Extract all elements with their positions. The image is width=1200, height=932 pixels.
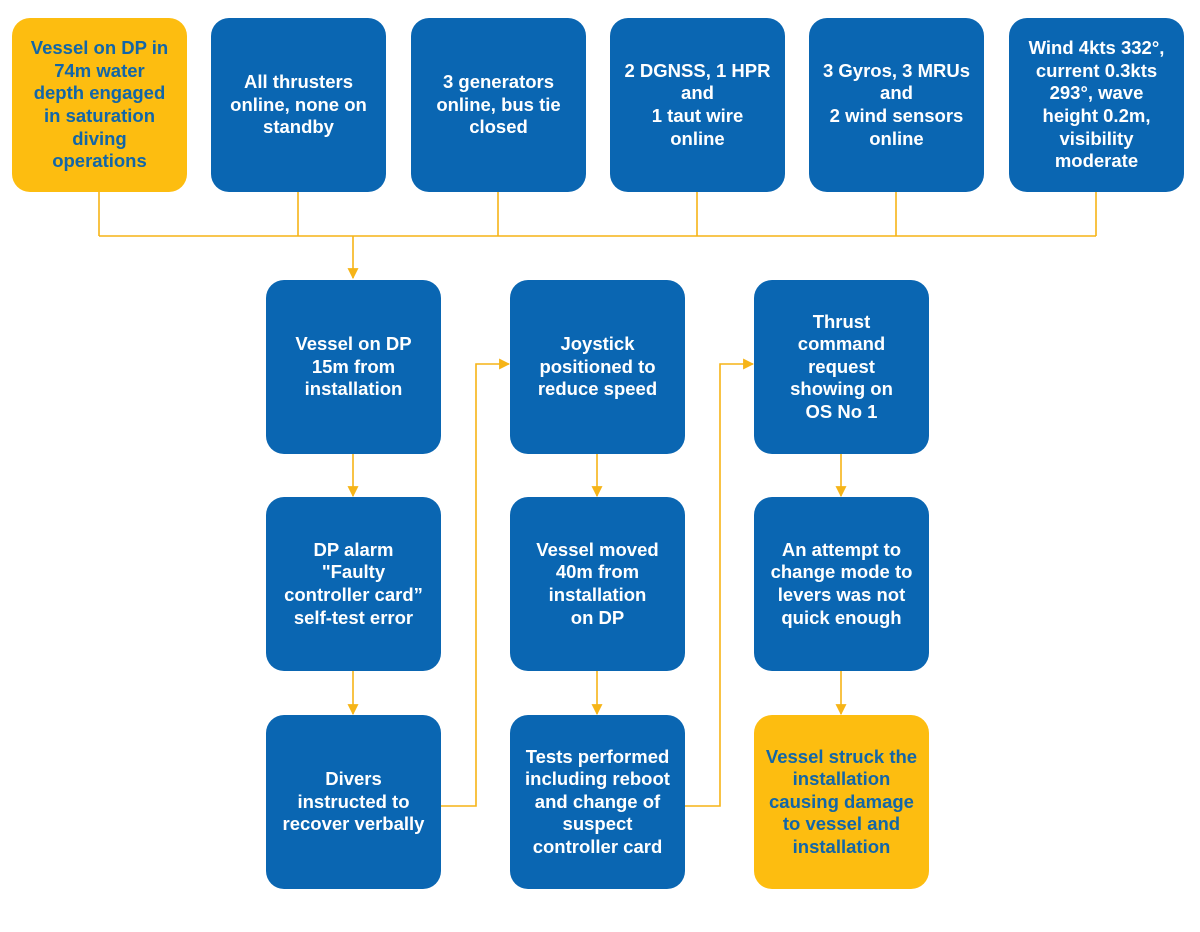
event-box-tests-performed: Tests performed including reboot and cha…	[510, 715, 685, 889]
event-box-thrust-command: Thrust command request showing on OS No …	[754, 280, 929, 454]
flow-arrow	[441, 358, 511, 807]
event-box-vessel-moved: Vessel moved 40m from installation on DP	[510, 497, 685, 671]
event-box-dp-alarm: DP alarm "Faulty controller card” self-t…	[266, 497, 441, 671]
event-box-joystick: Joystick positioned to reduce speed	[510, 280, 685, 454]
condition-box-sensors: 3 Gyros, 3 MRUs and 2 wind sensors onlin…	[809, 18, 984, 192]
event-box-vessel-struck: Vessel struck the installation causing d…	[754, 715, 929, 889]
condition-box-generators: 3 generators online, bus tie closed	[411, 18, 586, 192]
event-box-mode-change-attempt: An attempt to change mode to levers was …	[754, 497, 929, 671]
condition-box-position-references: 2 DGNSS, 1 HPR and 1 taut wire online	[610, 18, 785, 192]
event-box-divers-instructed: Divers instructed to recover verbally	[266, 715, 441, 889]
condition-box-vessel-dp: Vessel on DP in 74m water depth engaged …	[12, 18, 187, 192]
condition-box-thrusters: All thrusters online, none on standby	[211, 18, 386, 192]
condition-box-weather: Wind 4kts 332°, current 0.3kts 293°, wav…	[1009, 18, 1184, 192]
event-box-vessel-on-dp: Vessel on DP 15m from installation	[266, 280, 441, 454]
flow-arrow	[685, 358, 755, 807]
